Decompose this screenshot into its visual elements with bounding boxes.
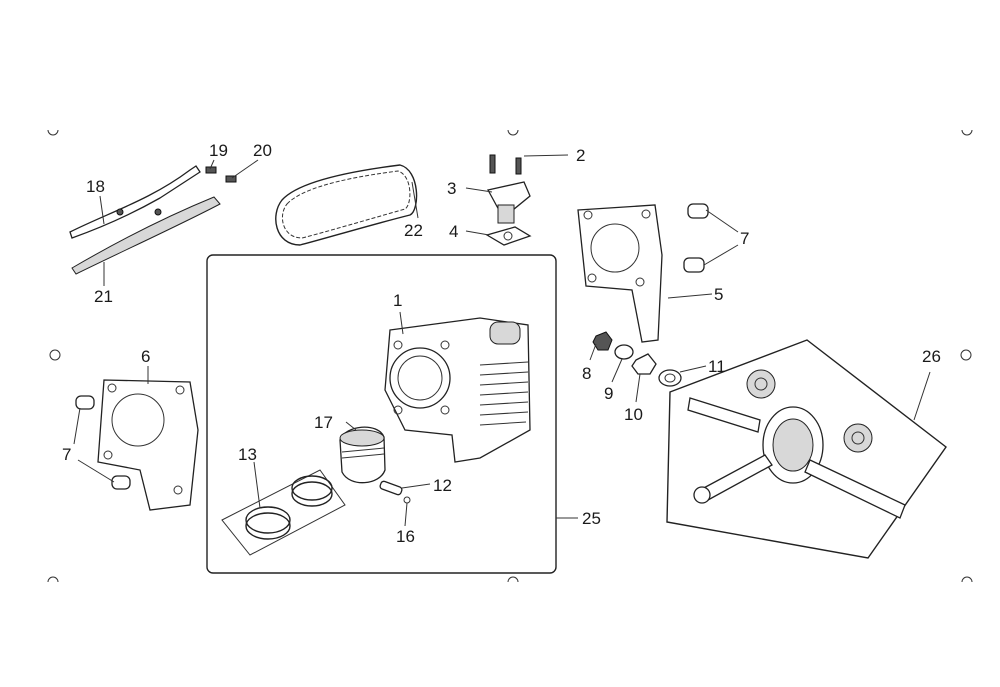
callout-2: 2 (576, 146, 585, 165)
registration-marks (47, 129, 973, 583)
piston-pin-and-clip (379, 480, 411, 504)
callout-26: 26 (922, 347, 941, 366)
dowel-pins-right (683, 203, 709, 273)
cylinder-assembly-frame (206, 254, 557, 574)
dowel-pins-left (75, 395, 131, 490)
callout-8: 8 (582, 364, 591, 383)
cam-chain (275, 164, 418, 246)
crankshaft (687, 369, 906, 519)
cylinder-head-gasket-left (97, 379, 199, 511)
callout-6: 6 (141, 347, 150, 366)
callout-3: 3 (447, 179, 456, 198)
callout-labels: 1 2 3 4 5 6 7 7 8 9 10 11 12 13 16 17 18… (62, 141, 941, 546)
callout-22: 22 (404, 221, 423, 240)
guide-bolts (205, 166, 237, 183)
callout-20: 20 (253, 141, 272, 160)
callout-5: 5 (714, 285, 723, 304)
callout-21: 21 (94, 287, 113, 306)
callout-12: 12 (433, 476, 452, 495)
crank-washers-and-nuts (592, 331, 682, 387)
callout-7-left: 7 (62, 445, 71, 464)
callout-7-right: 7 (740, 229, 749, 248)
callout-18: 18 (86, 177, 105, 196)
callout-4: 4 (449, 222, 458, 241)
cam-chain-guides (69, 165, 221, 275)
callout-13: 13 (238, 445, 257, 464)
cylinder-block (384, 317, 531, 463)
callout-19: 19 (209, 141, 228, 160)
piston-rings (221, 469, 346, 556)
chain-tensioner (485, 154, 532, 246)
callout-25: 25 (582, 509, 601, 528)
callout-17: 17 (314, 413, 333, 432)
callout-1: 1 (393, 291, 402, 310)
callout-11: 11 (708, 357, 726, 376)
piston (339, 426, 386, 484)
crankshaft-assembly-frame (666, 339, 947, 559)
callout-9: 9 (604, 384, 613, 403)
callout-10: 10 (624, 405, 643, 424)
leader-lines (73, 154, 931, 527)
cylinder-base-gasket-right (577, 204, 663, 343)
callout-16: 16 (396, 527, 415, 546)
